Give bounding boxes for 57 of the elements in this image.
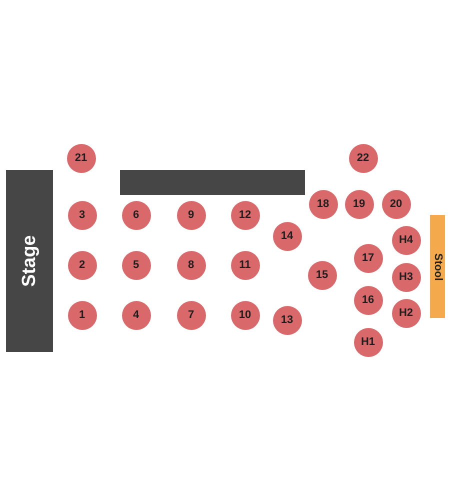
table-number: 12	[238, 209, 252, 221]
table	[392, 298, 420, 328]
table-number: H1	[360, 336, 376, 348]
table	[122, 250, 150, 280]
table-number: 19	[352, 198, 366, 210]
table-number: H4	[398, 234, 414, 246]
table-number: 5	[132, 259, 140, 271]
table-number: 17	[362, 252, 374, 264]
area-label: Stage	[18, 235, 40, 287]
table	[176, 200, 206, 230]
table	[308, 260, 336, 290]
table	[122, 200, 150, 230]
stage-area	[6, 170, 53, 352]
table	[230, 300, 260, 330]
table	[68, 200, 96, 230]
table-number: 22	[356, 152, 370, 164]
table	[122, 300, 150, 330]
table-number: 10	[238, 309, 252, 321]
table	[354, 244, 382, 272]
table-number: 7	[188, 309, 194, 321]
table	[392, 226, 420, 254]
table	[272, 306, 302, 334]
table-number: 20	[390, 198, 402, 210]
table-number: 3	[78, 209, 86, 221]
table-number: 4	[132, 309, 140, 321]
table	[230, 200, 260, 230]
table	[230, 250, 260, 280]
table-number: 14	[280, 230, 294, 242]
table-number: 16	[362, 294, 374, 306]
table-number: H3	[398, 271, 414, 283]
table	[348, 144, 378, 172]
table-number: 21	[74, 152, 88, 164]
table	[308, 190, 338, 218]
bar-counter	[120, 170, 305, 195]
table	[68, 250, 96, 280]
table	[272, 222, 302, 250]
table	[382, 190, 410, 218]
table	[176, 250, 206, 280]
table	[354, 286, 382, 314]
table	[354, 328, 382, 356]
table	[392, 262, 420, 292]
table-number: 18	[316, 198, 330, 210]
area-label: Stool	[432, 252, 444, 280]
table	[68, 300, 96, 330]
stool-area	[430, 215, 445, 318]
table-number: 1	[78, 309, 86, 321]
table-number: H2	[398, 307, 414, 319]
table	[176, 300, 206, 330]
table	[344, 190, 374, 218]
table-number: 11	[239, 259, 251, 271]
table-number: 15	[316, 269, 328, 281]
table-number: 2	[78, 259, 86, 271]
table-number: 6	[132, 209, 140, 221]
table	[66, 144, 96, 172]
table-number: 8	[188, 259, 194, 271]
table-number: 9	[188, 209, 194, 221]
table-number: 13	[280, 314, 294, 326]
